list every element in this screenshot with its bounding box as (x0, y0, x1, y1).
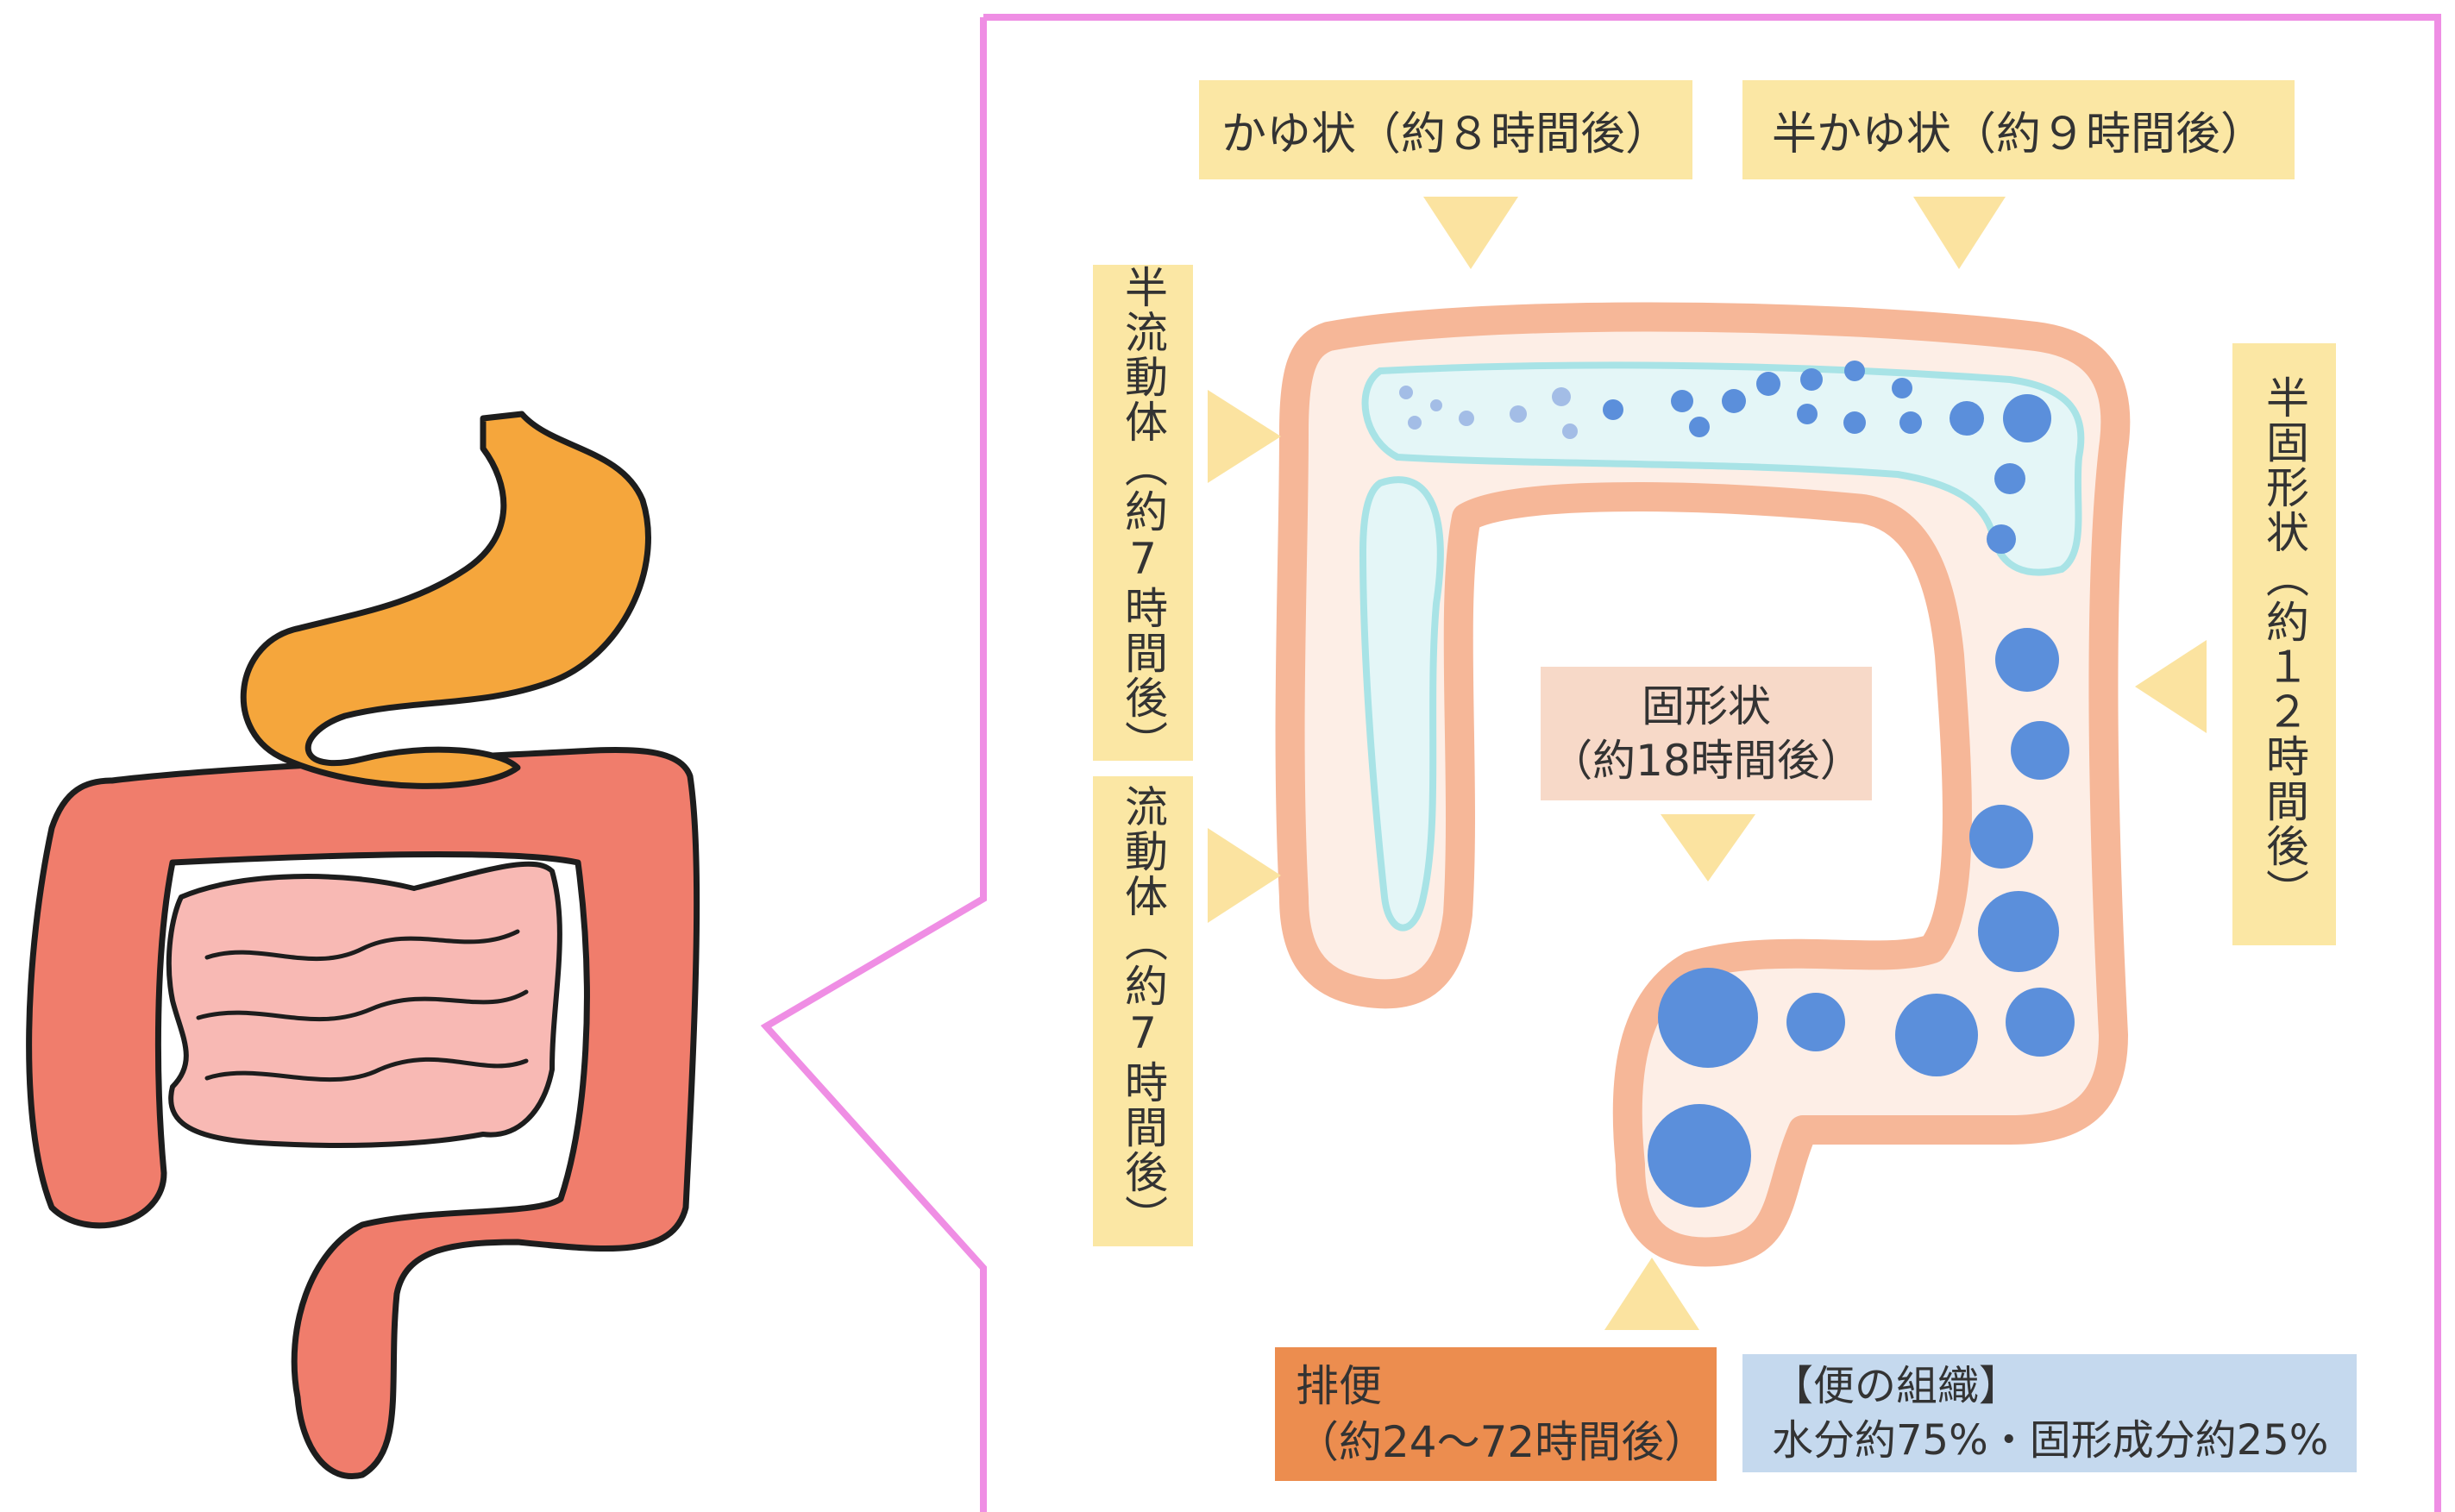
large-intestine (26, 746, 700, 1479)
arrow-down-semi-porridge (1913, 197, 2006, 269)
digestive-organs-illustration (26, 411, 700, 1479)
small-intestine (166, 861, 562, 1148)
stage-arrows (1208, 197, 2207, 1330)
stool-pellets (1603, 361, 2075, 1208)
stomach (240, 411, 651, 789)
label-stool-composition: 【便の組織】 水分約75%・固形成分約25% (1742, 1354, 2357, 1472)
label-fluid-text: 流動体（約7時間後） (1118, 783, 1168, 1239)
label-semi-solid-text: 半固形状（約１２時間後） (2259, 375, 2309, 913)
label-defecation-line2: （約24〜72時間後） (1296, 1416, 1708, 1467)
small-stool-dots (1399, 386, 1578, 439)
callout-frame (760, 14, 2441, 1512)
arrow-down-solid (1661, 814, 1755, 881)
label-semi-fluid: 半流動体（約7時間後） (1093, 265, 1193, 765)
label-stool-line1: 【便の組織】 (1772, 1362, 2021, 1411)
label-semi-fluid-text: 半流動体（約7時間後） (1118, 265, 1168, 765)
arrow-right-semi-fluid (1208, 390, 1281, 483)
label-stool-line2: 水分約75%・固形成分約25% (1772, 1415, 2329, 1465)
label-fluid: 流動体（約7時間後） (1093, 776, 1193, 1246)
arrow-left-semi-solid (2135, 640, 2207, 733)
label-porridge: かゆ状（約８時間後） (1199, 80, 1692, 179)
arrow-down-porridge (1423, 197, 1518, 269)
label-semi-solid: 半固形状（約１２時間後） (2232, 343, 2336, 945)
colon-cross-section (1275, 302, 2131, 1267)
arrow-up-defecation (1604, 1258, 1699, 1330)
label-defecation: 排便 （約24〜72時間後） (1275, 1347, 1717, 1481)
label-semi-porridge: 半かゆ状（約９時間後） (1742, 80, 2295, 179)
ascending-content (1359, 476, 1444, 932)
label-solid: 固形状 （約18時間後） (1541, 667, 1872, 800)
arrow-right-fluid (1208, 828, 1281, 923)
label-semi-porridge-text: 半かゆ状（約９時間後） (1771, 109, 2265, 160)
label-solid-line1: 固形状 (1642, 681, 1771, 731)
label-defecation-line1: 排便 (1296, 1360, 1382, 1411)
label-porridge-text: かゆ状（約８時間後） (1221, 109, 1670, 160)
label-solid-line2: （約18時間後） (1549, 735, 1863, 786)
